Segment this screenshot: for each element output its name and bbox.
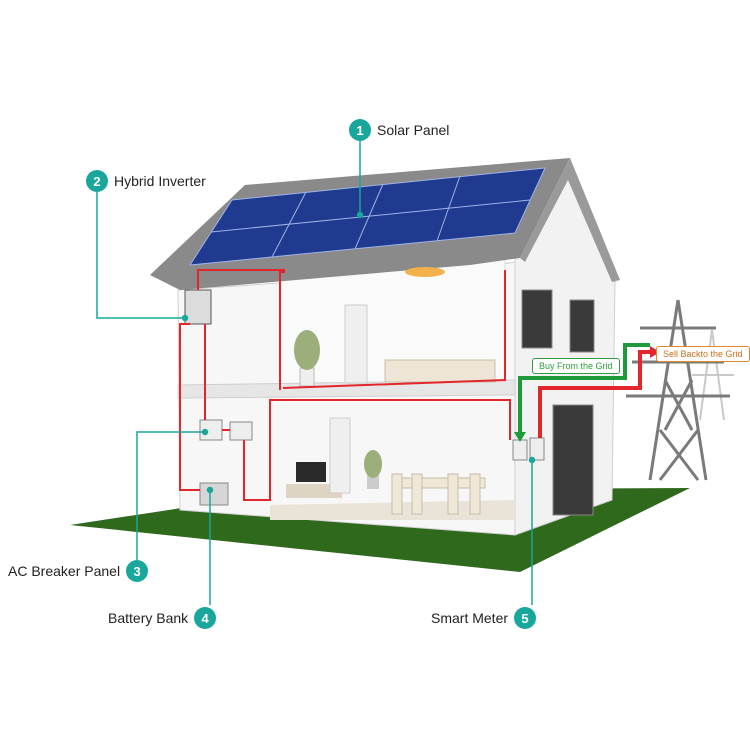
power-tower-small: [692, 329, 734, 421]
buy-arrow: [518, 343, 650, 438]
sell-arrow: [538, 350, 652, 438]
callout-leaders: [96, 140, 536, 605]
callout-ac-breaker-panel: 3 AC Breaker Panel: [8, 560, 149, 582]
solar-panel-number: 1: [349, 119, 371, 141]
hybrid-inverter-number: 2: [86, 170, 108, 192]
callout-smart-meter: 5 Smart Meter: [431, 607, 537, 629]
door-downstairs: [329, 417, 351, 494]
bed: [384, 359, 496, 383]
callout-hybrid-inverter: 2 Hybrid Inverter: [86, 170, 206, 192]
roof-gable: [520, 158, 620, 282]
hybrid-inverter-label: Hybrid Inverter: [114, 173, 206, 189]
door-upstairs: [344, 304, 368, 384]
callout-solar-panel: 1 Solar Panel: [349, 119, 449, 141]
dining-set: [391, 473, 486, 515]
ac-breaker-panel-label: AC Breaker Panel: [8, 563, 121, 579]
ac-breaker-box-2: [229, 421, 253, 441]
tv-stand: [286, 484, 342, 498]
ac-breaker-panel-number: 3: [126, 560, 149, 582]
side-windows: [521, 289, 595, 516]
hybrid-inverter-box: [184, 289, 212, 325]
battery-box: [199, 482, 229, 506]
battery-bank-label: Battery Bank: [108, 610, 189, 626]
tv: [296, 462, 326, 482]
solar-array: [189, 167, 546, 266]
wiring: [179, 269, 511, 501]
ceiling-lamp: [405, 267, 445, 277]
battery-bank-number: 4: [194, 607, 217, 629]
buy-from-grid-tag: Buy From the Grid: [532, 358, 620, 374]
power-tower: [626, 299, 730, 481]
plant-upstairs: [294, 330, 320, 387]
smart-meter-number: 5: [514, 607, 537, 629]
solar-panel-label: Solar Panel: [377, 122, 450, 138]
plant-downstairs: [364, 450, 382, 489]
sell-arrow-head: [650, 346, 660, 358]
buy-arrow-head: [514, 432, 526, 442]
callout-battery-bank: 4 Battery Bank: [108, 607, 217, 629]
smart-meter-label: Smart Meter: [431, 610, 509, 626]
smart-meter-box-1: [512, 439, 528, 461]
sell-back-grid-tag: Sell Backto the Grid: [656, 346, 750, 362]
smart-meter-box-2: [529, 437, 545, 461]
